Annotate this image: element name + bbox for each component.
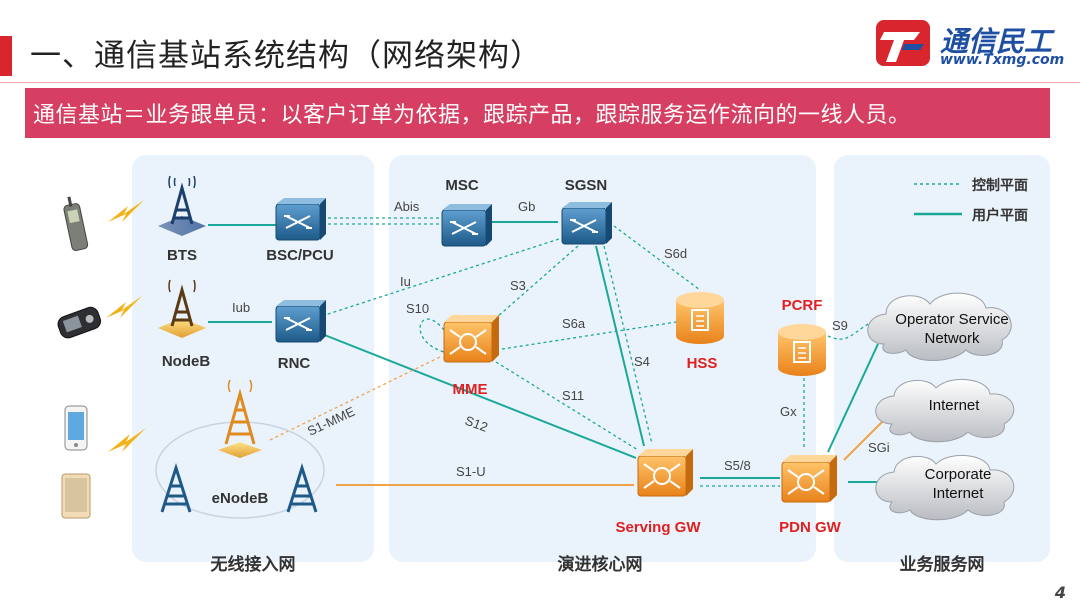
node-label-sgw: Serving GW (615, 519, 701, 536)
label-iu: Iu (400, 274, 411, 289)
link-s4-control (603, 245, 653, 445)
logo-text: 通信民工 (940, 25, 1053, 58)
legend-user-plane: 用户平面 (972, 207, 1028, 223)
page-number: 4 (1054, 583, 1066, 602)
title-accent-bar (0, 36, 12, 76)
link-s12 (321, 333, 637, 459)
nodeb-icon (158, 279, 206, 338)
link-s6a (495, 321, 677, 351)
logo-mark-icon (876, 20, 930, 66)
link-s1mme (269, 355, 443, 441)
node-label-enodeb: eNodeB (212, 490, 269, 507)
link-iu (321, 237, 563, 317)
link-s4-user (595, 245, 645, 447)
cloud-corporate-line1: Corporate (925, 466, 992, 483)
label-abis: Abis (394, 199, 420, 214)
serving-gw-switch-icon (637, 448, 694, 497)
region-panel-core (389, 155, 816, 562)
bts-icon (158, 175, 206, 236)
pcrf-database-icon (778, 324, 826, 376)
cloud-internet: Internet (875, 378, 1015, 443)
logo-url: www.Txmg.com (940, 52, 1065, 68)
enodeb-main-tower-icon (218, 379, 262, 458)
lightning-icon (108, 428, 146, 452)
lightning-icon (106, 296, 142, 318)
label-gb: Gb (518, 199, 535, 214)
label-s4: S4 (634, 354, 650, 369)
cloud-internet-label: Internet (929, 397, 981, 414)
region-label-radio-access: 无线接入网 (210, 554, 296, 574)
node-label-nodeb: NodeB (162, 353, 211, 370)
sgsn-switch-icon (561, 201, 613, 245)
node-label-bts: BTS (167, 247, 197, 264)
label-s3: S3 (510, 278, 526, 293)
label-iub: Iub (232, 300, 250, 315)
label-s9: S9 (832, 318, 848, 333)
node-label-hss: HSS (687, 355, 718, 372)
link-s10 (419, 318, 445, 353)
cloud-operator-line2: Network (924, 330, 980, 347)
link-sgi-operator (827, 343, 879, 453)
msc-switch-icon (441, 203, 493, 247)
bsc-switch-icon (275, 197, 327, 241)
cloud-corporate-line2: Internet (933, 485, 985, 502)
region-label-core: 演进核心网 (558, 554, 643, 574)
node-label-mme: MME (453, 381, 488, 398)
legend-control-plane: 控制平面 (972, 177, 1028, 193)
label-sgi: SGi (868, 440, 890, 455)
node-label-msc: MSC (445, 177, 479, 194)
mme-switch-icon (443, 314, 500, 363)
link-sgi-internet (843, 419, 885, 461)
label-s10: S10 (406, 301, 429, 316)
page-title: 一、通信基站系统结构（网络架构） (30, 38, 542, 74)
brand-logo: 通信民工 www.Txmg.com (874, 18, 1074, 74)
label-gx: Gx (780, 404, 797, 419)
cloud-corporate-internet: Corporate Internet (875, 454, 1015, 521)
lightning-icons (106, 200, 146, 452)
label-s6d: S6d (664, 246, 687, 261)
label-s58: S5/8 (724, 458, 751, 473)
node-label-sgsn: SGSN (565, 177, 608, 194)
link-s3 (495, 245, 579, 319)
lightning-icon (108, 200, 144, 222)
label-s12: S12 (463, 413, 490, 435)
tablet-icon (61, 473, 91, 519)
hss-database-icon (676, 292, 724, 344)
cloud-operator-line1: Operator Service (895, 311, 1008, 328)
banner-text: 通信基站＝业务跟单员：以客户订单为依据，跟踪产品，跟踪服务运作流向的一线人员。 (33, 103, 911, 128)
region-panel-radio-access (132, 155, 374, 562)
node-label-pgw: PDN GW (779, 519, 842, 536)
smartphone-icon (64, 405, 88, 451)
label-s1u: S1-U (456, 464, 486, 479)
mobile-phone-icon (63, 196, 89, 251)
node-label-bsc: BSC/PCU (266, 247, 334, 264)
definition-banner: 通信基站＝业务跟单员：以客户订单为依据，跟踪产品，跟踪服务运作流向的一线人员。 (25, 88, 1050, 138)
label-s11: S11 (562, 388, 584, 403)
link-s11 (495, 361, 639, 451)
cloud-operator-service: Operator Service Network (867, 292, 1012, 361)
region-label-service: 业务服务网 (900, 554, 985, 574)
rnc-switch-icon (275, 299, 327, 343)
node-label-rnc: RNC (278, 355, 311, 372)
node-label-pcrf: PCRF (782, 297, 823, 314)
pdn-gw-switch-icon (781, 454, 838, 503)
label-s6a: S6a (562, 316, 586, 331)
title-divider (0, 82, 1080, 83)
blackberry-phone-icon (57, 306, 102, 339)
